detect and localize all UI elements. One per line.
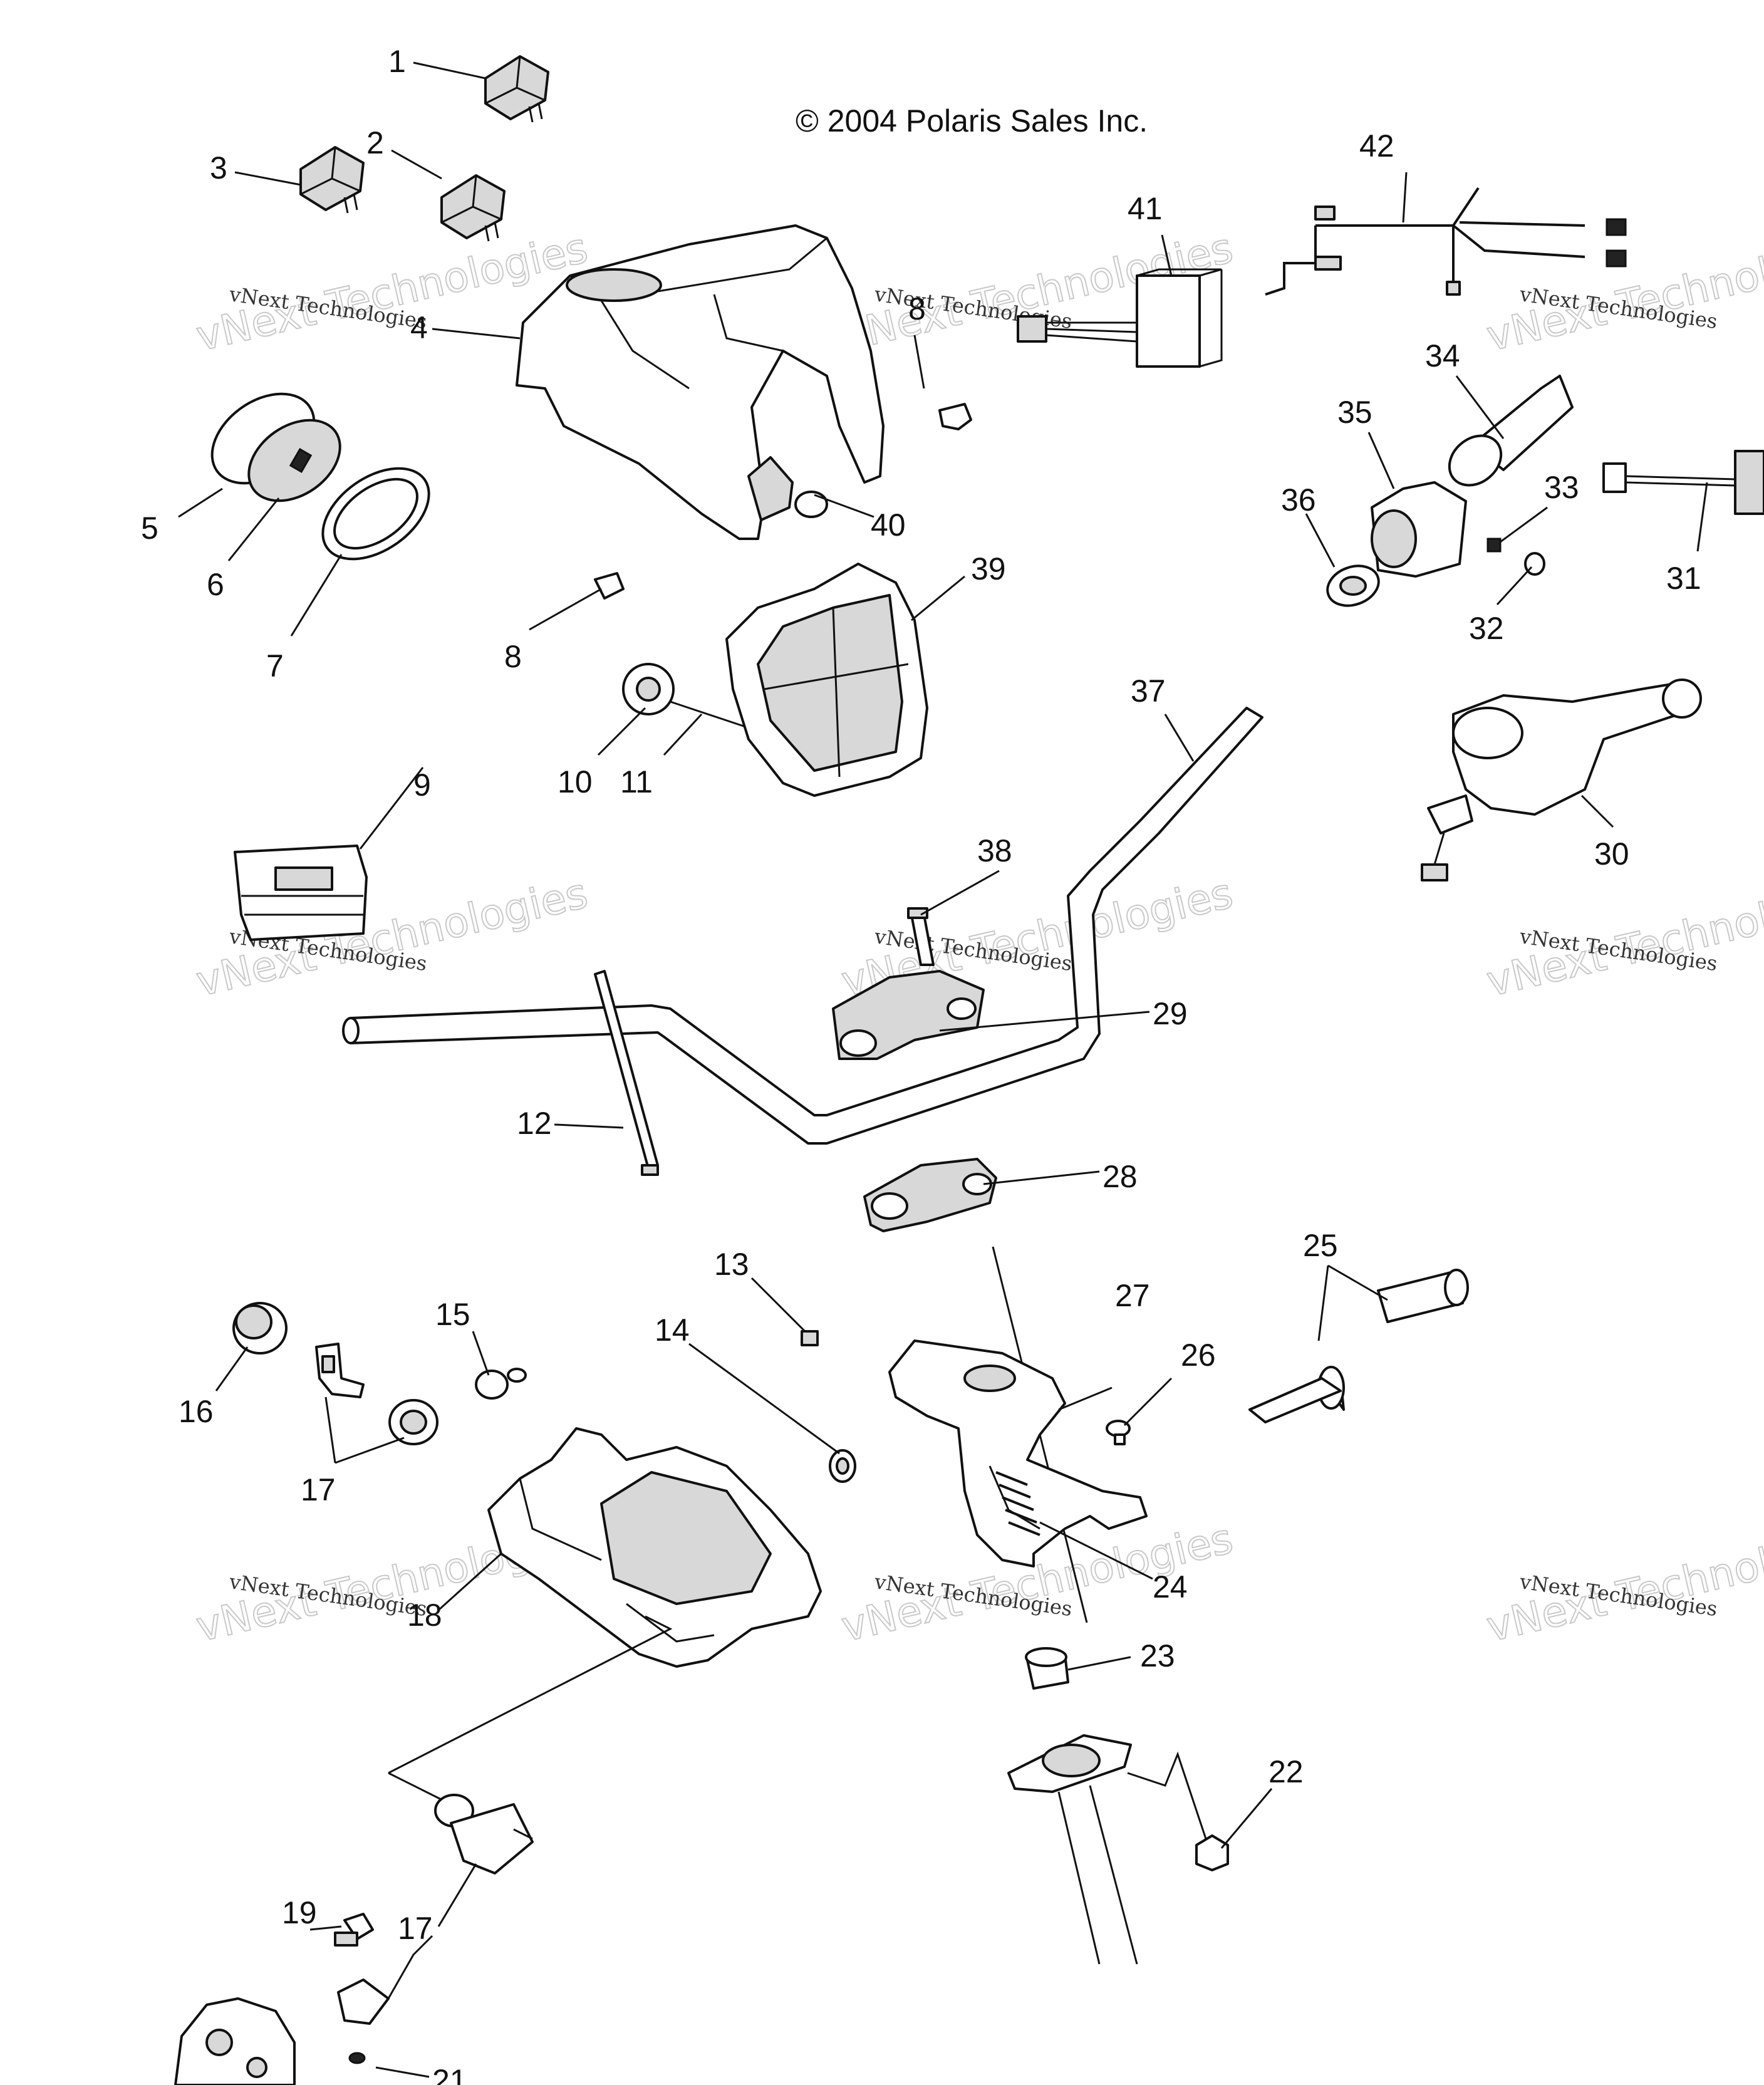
callout-17-lower: 17 [398, 1911, 433, 1946]
part-ignition-switch [434, 1794, 534, 1874]
callout-41: 41 [1128, 191, 1163, 226]
part-small-nut [1486, 538, 1502, 553]
part-steering-post [1007, 1734, 1138, 1965]
callout-28: 28 [1102, 1159, 1138, 1194]
callout-34: 34 [1425, 338, 1460, 373]
callout-22: 22 [1269, 1754, 1304, 1789]
part-headlight-pod [516, 224, 885, 540]
part-throttle-block [174, 1997, 296, 2085]
callout-2: 2 [366, 125, 384, 160]
callout-15: 15 [435, 1297, 470, 1332]
part-bushing [1025, 1647, 1069, 1690]
callout-19: 19 [282, 1895, 317, 1930]
callout-32: 32 [1469, 611, 1504, 646]
callout-42: 42 [1359, 128, 1394, 164]
callout-1: 1 [388, 44, 406, 79]
callout-8-top: 8 [908, 291, 926, 326]
part-ignition-nut [388, 1399, 438, 1445]
copyright-notice: © 2004 Polaris Sales Inc. [796, 103, 1148, 138]
callout-6: 6 [207, 567, 224, 602]
callout-13: 13 [714, 1247, 749, 1282]
part-clamp-bolt [907, 907, 935, 966]
callout-35: 35 [1337, 395, 1372, 430]
part-kill-switch-cable [1602, 450, 1764, 515]
part-screw-top [938, 403, 972, 430]
callout-31: 31 [1666, 561, 1701, 596]
callout-9: 9 [413, 767, 431, 803]
part-grip-heater-2 [1377, 1269, 1469, 1323]
callout-4: 4 [410, 310, 428, 345]
part-cap [232, 1302, 288, 1354]
callout-25: 25 [1303, 1228, 1338, 1263]
part-spring [995, 1471, 1040, 1536]
part-screw-19 [334, 1913, 374, 1947]
callout-33: 33 [1544, 470, 1579, 505]
watermark-3: vNext Technologies vNext Technologies [1481, 223, 1764, 361]
callout-3: 3 [210, 150, 227, 185]
callout-36: 36 [1281, 482, 1316, 517]
callout-21: 21 [432, 2063, 467, 2085]
callout-10: 10 [558, 764, 593, 799]
part-grip-heater-1 [1248, 1366, 1345, 1423]
callout-14: 14 [655, 1313, 690, 1348]
callout-5: 5 [141, 511, 158, 546]
part-lower-console [487, 1427, 822, 1668]
part-screw-mid [594, 572, 625, 600]
callout-16: 16 [179, 1394, 214, 1429]
part-lower-clamp [863, 1158, 997, 1232]
part-clip [801, 1330, 819, 1346]
part-switch-3 [299, 146, 365, 214]
callout-27: 27 [1115, 1278, 1150, 1313]
part-brake-master-cylinder [1421, 679, 1702, 881]
watermark-9: vNext Technologies vNext Technologies [1481, 1514, 1764, 1651]
callout-18: 18 [407, 1598, 442, 1633]
watermark-6: vNext Technologies vNext Technologies [1481, 868, 1764, 1006]
callout-24: 24 [1153, 1569, 1188, 1604]
part-sensor [337, 1935, 433, 2064]
part-bulb [747, 456, 828, 521]
part-steering-bracket [888, 1339, 1148, 1568]
callout-17-upper: 17 [301, 1472, 336, 1507]
callout-26: 26 [1181, 1338, 1216, 1373]
part-handlebar [342, 707, 1263, 1145]
callout-37: 37 [1131, 673, 1166, 709]
part-bezel-ring [321, 467, 430, 561]
part-nut [1127, 1751, 1229, 1871]
callout-labels: 1 2 3 4 5 6 7 8 8 9 10 11 12 13 14 15 16… [141, 44, 1701, 2085]
callout-7: 7 [266, 648, 284, 684]
part-switch-1 [484, 55, 549, 123]
part-gauge [210, 392, 341, 502]
part-control-module [1017, 268, 1223, 368]
callout-29: 29 [1153, 996, 1188, 1031]
part-washer [1326, 564, 1380, 607]
callout-30: 30 [1594, 836, 1629, 871]
part-washer-14 [829, 1449, 856, 1483]
part-grommet [475, 1368, 527, 1400]
callout-23: 23 [1140, 1638, 1175, 1673]
callout-40: 40 [871, 507, 906, 543]
part-grip [1448, 375, 1574, 487]
part-throttle-housing [1371, 481, 1467, 578]
callout-8-mid: 8 [504, 639, 522, 674]
part-wire-harness [1265, 187, 1627, 296]
part-switch-housing [234, 845, 368, 941]
part-adjuster-gear [622, 663, 746, 728]
part-switch-2 [440, 174, 506, 242]
callout-39: 39 [971, 551, 1006, 586]
leader-lines [178, 61, 1708, 2078]
part-long-bolt [594, 970, 659, 1176]
callout-12: 12 [517, 1106, 552, 1141]
callout-11: 11 [620, 764, 653, 799]
callout-38: 38 [977, 833, 1012, 868]
part-headlight [725, 563, 928, 797]
part-key [315, 1343, 365, 1398]
